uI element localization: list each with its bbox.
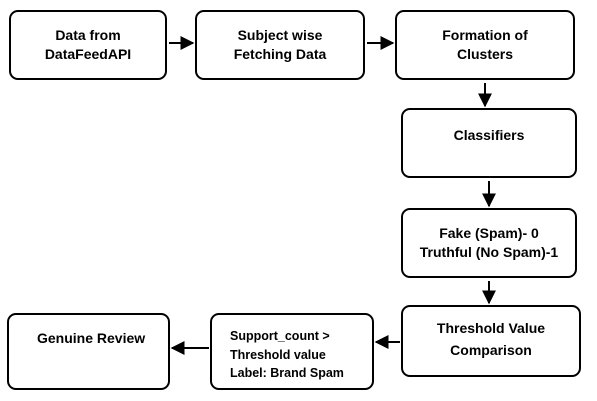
node-fetching-line-2: Fetching Data xyxy=(233,46,327,62)
node-support: Support_count > Threshold value Label: B… xyxy=(210,313,374,390)
node-threshold-line-1: Threshold Value xyxy=(436,320,546,336)
node-clusters-line-2: Clusters xyxy=(456,46,514,62)
node-clusters-line-1: Formation of xyxy=(442,27,528,43)
node-data-source: Data from DataFeedAPI xyxy=(9,10,167,80)
node-data-source-line-1: Data from xyxy=(55,27,121,43)
node-clusters: Formation of Clusters xyxy=(395,10,575,80)
node-fetching-line-1: Subject wise xyxy=(237,27,323,43)
node-classifiers: Classifiers xyxy=(401,108,577,178)
node-support-line-1: Support_count > xyxy=(230,329,330,343)
node-labels: Fake (Spam)- 0 Truthful (No Spam)-1 xyxy=(401,208,577,278)
node-labels-line-2: Truthful (No Spam)-1 xyxy=(419,244,559,260)
node-data-source-line-2: DataFeedAPI xyxy=(44,46,132,62)
node-support-line-3: Label: Brand Spam xyxy=(230,366,344,380)
node-genuine-line-1: Genuine Review xyxy=(37,330,146,346)
node-labels-line-1: Fake (Spam)- 0 xyxy=(439,225,539,241)
node-genuine: Genuine Review xyxy=(7,313,170,390)
node-threshold-line-2: Comparison xyxy=(450,342,532,358)
node-fetching: Subject wise Fetching Data xyxy=(195,10,365,80)
node-threshold: Threshold Value Comparison xyxy=(401,305,581,377)
node-support-line-2: Threshold value xyxy=(230,348,326,362)
node-classifiers-line-1: Classifiers xyxy=(453,127,525,143)
